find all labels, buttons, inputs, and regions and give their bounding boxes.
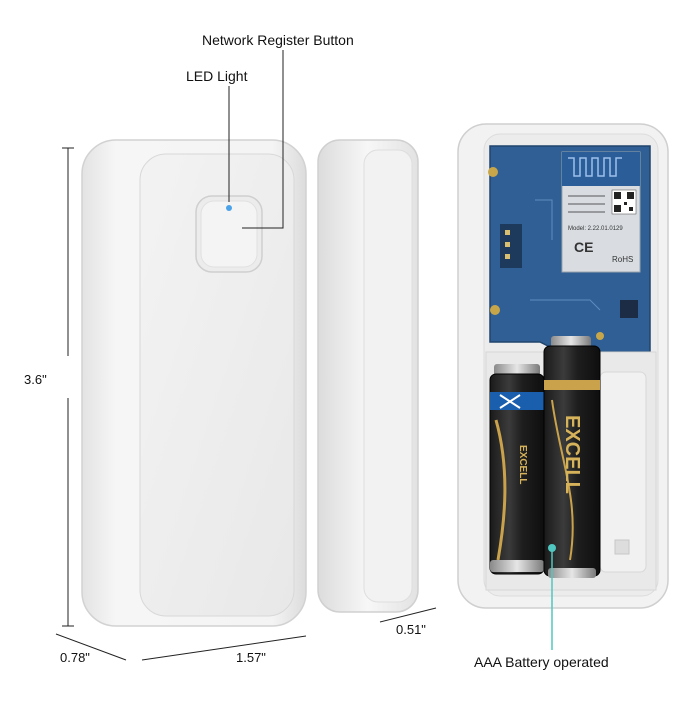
led-light-label: LED Light [186, 68, 248, 84]
network-register-button-label: Network Register Button [202, 32, 354, 48]
depth-dimension-line [55, 633, 127, 661]
aaa-battery-right [543, 336, 601, 578]
magnet-part [317, 139, 419, 613]
depth-dimension-label: 0.78" [60, 650, 90, 665]
module-model-text: Model: 2.22.01.0129 [568, 226, 623, 232]
aaa-battery-left [489, 364, 545, 575]
wifi-module [561, 151, 641, 273]
rohs-mark: RoHS [612, 255, 633, 264]
network-button-pointer [242, 50, 284, 229]
battery-note-label: AAA Battery operated [474, 654, 609, 670]
height-dimension-label: 3.6" [24, 372, 47, 387]
battery-brand-left: EXCELL [517, 445, 528, 484]
led-light-indicator [226, 205, 232, 211]
sensor-body [81, 139, 307, 627]
width-dimension-label: 1.57" [236, 650, 266, 665]
magnet-dimension-line [379, 607, 437, 623]
battery-brand-right: EXCELL [561, 415, 583, 494]
magnet-width-dimension-label: 0.51" [396, 622, 426, 637]
ce-mark: CE [574, 239, 593, 255]
network-register-button[interactable] [195, 195, 263, 273]
height-dimension-line [62, 147, 74, 627]
battery-callout-dot [548, 544, 556, 552]
width-dimension-line [141, 635, 307, 661]
